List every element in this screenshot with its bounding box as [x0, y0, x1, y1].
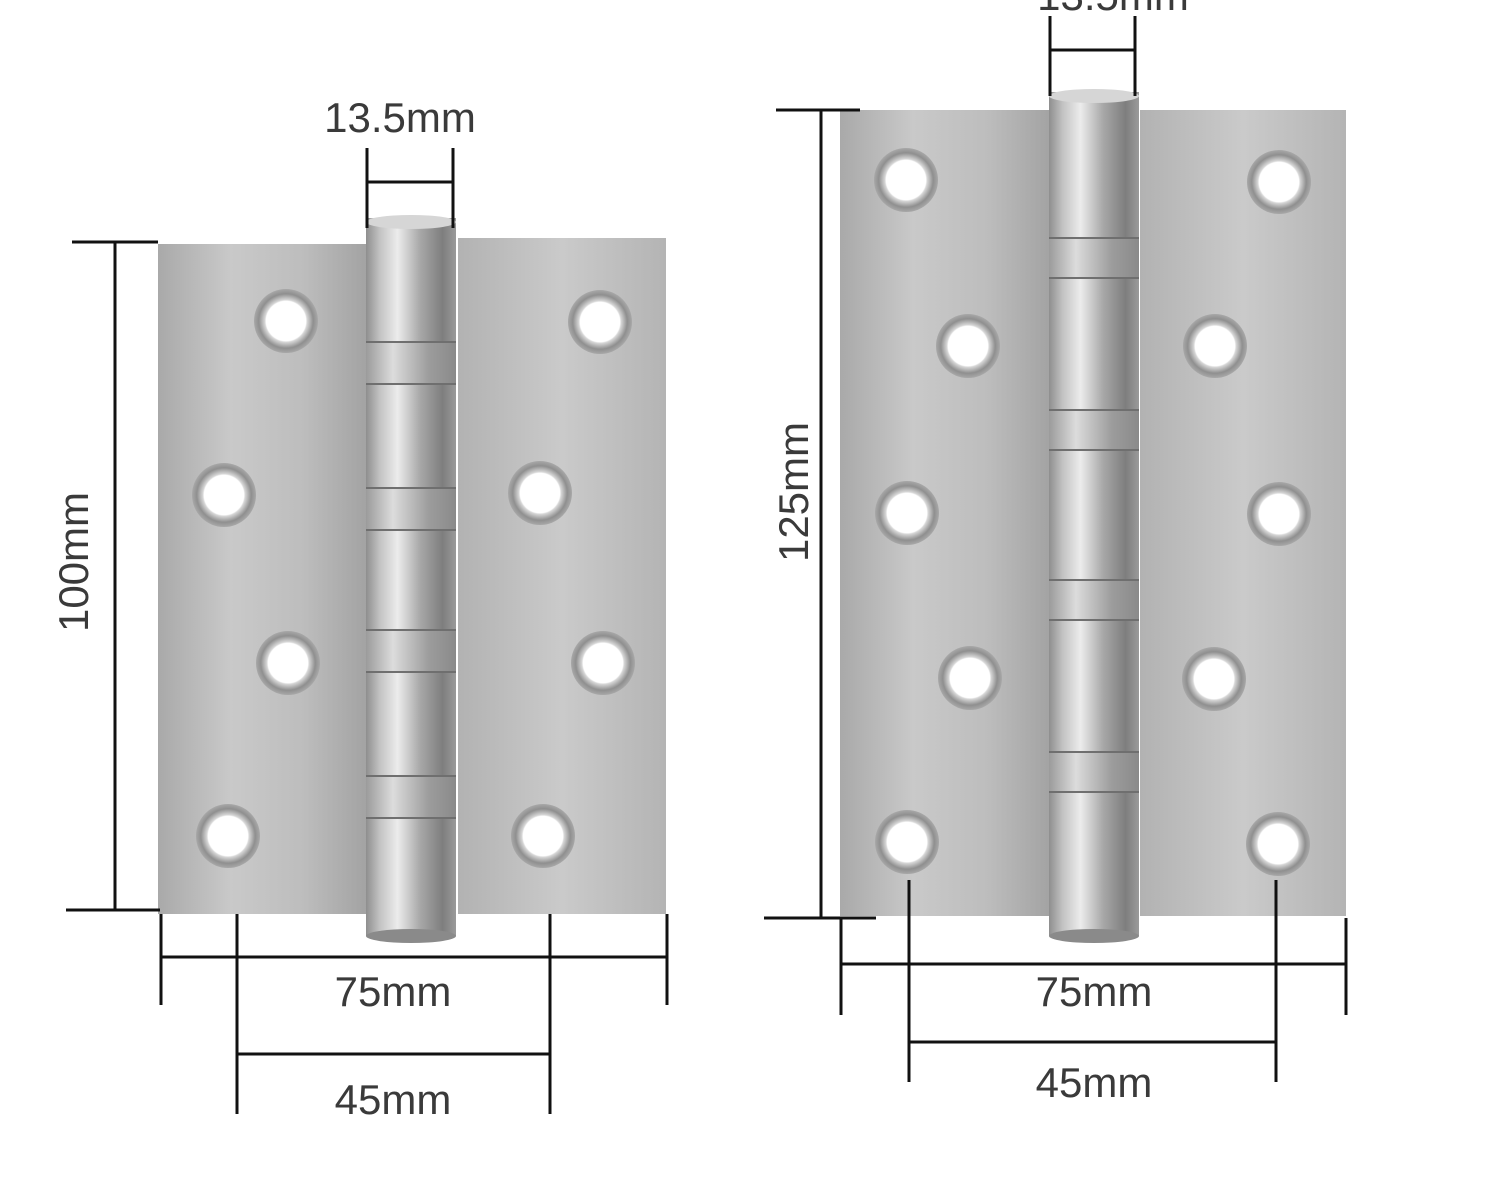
- knuckle-dimension: 13.5mm: [324, 94, 476, 228]
- hole-spacing-dimension: 45mm: [235, 914, 552, 1123]
- knuckle-diameter-label: 13.5mm: [1037, 0, 1189, 19]
- height-label: 100mm: [50, 492, 97, 632]
- height-dimension: 125mm: [764, 108, 876, 920]
- screw-hole: [936, 314, 1000, 378]
- screw-hole: [196, 804, 260, 868]
- hole-spacing-label: 45mm: [335, 1076, 452, 1123]
- width-dimension: 75mm: [839, 918, 1348, 1015]
- left-leaf-holes: [192, 289, 320, 868]
- screw-hole: [568, 290, 632, 354]
- hole-spacing-dimension: 45mm: [907, 880, 1278, 1106]
- left-leaf-holes: [874, 148, 1002, 874]
- width-label: 75mm: [335, 968, 452, 1015]
- screw-hole: [938, 646, 1002, 710]
- screw-hole: [254, 289, 318, 353]
- screw-hole: [1247, 482, 1311, 546]
- hole-spacing-label: 45mm: [1036, 1059, 1153, 1106]
- knuckle-barrel: [1049, 89, 1139, 943]
- knuckle-diameter-label: 13.5mm: [324, 94, 476, 141]
- width-dimension: 75mm: [159, 914, 669, 1015]
- screw-hole: [874, 148, 938, 212]
- screw-hole: [508, 461, 572, 525]
- screw-hole: [571, 631, 635, 695]
- right-leaf-holes: [1182, 150, 1311, 876]
- right-leaf: [458, 238, 666, 914]
- height-label: 125mm: [770, 422, 817, 562]
- left-leaf: [840, 110, 1050, 916]
- screw-hole: [1183, 314, 1247, 378]
- screw-hole: [1182, 647, 1246, 711]
- screw-hole: [1246, 812, 1310, 876]
- screw-hole: [875, 810, 939, 874]
- large-hinge: 13.5mm 125mm 75mm 45mm: [764, 0, 1348, 1106]
- small-hinge: 13.5mm 100mm 75mm 45mm: [50, 94, 669, 1123]
- width-label: 75mm: [1036, 968, 1153, 1015]
- screw-hole: [256, 631, 320, 695]
- screw-hole: [511, 804, 575, 868]
- right-leaf: [1140, 110, 1346, 916]
- screw-hole: [1247, 150, 1311, 214]
- height-dimension: 100mm: [50, 240, 160, 912]
- left-leaf: [158, 244, 366, 914]
- knuckle-barrel: [366, 215, 456, 943]
- screw-hole: [875, 481, 939, 545]
- knuckle-dimension: 13.5mm: [1037, 0, 1189, 96]
- screw-hole: [192, 463, 256, 527]
- right-leaf-holes: [508, 290, 635, 868]
